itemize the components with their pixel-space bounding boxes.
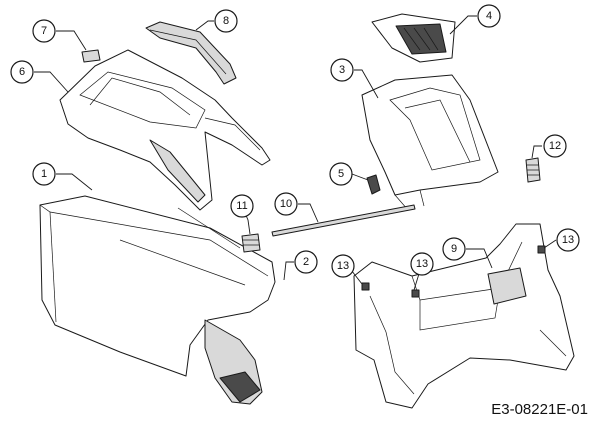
drawing-code: E3-08221E-01 xyxy=(491,401,588,418)
cover-plate xyxy=(371,13,456,63)
callout-13-right: 13 xyxy=(556,228,580,252)
spring-12 xyxy=(525,157,541,183)
callout-label: 13 xyxy=(562,234,574,246)
callout-label: 7 xyxy=(41,25,47,37)
small-cap xyxy=(81,49,101,63)
callout-label: 8 xyxy=(223,15,229,27)
callout-label: 1 xyxy=(41,168,47,180)
callout-label: 13 xyxy=(416,258,428,270)
screws xyxy=(361,245,546,298)
callout-8: 8 xyxy=(214,9,238,33)
callout-label: 13 xyxy=(337,260,349,272)
callout-4: 4 xyxy=(477,4,501,28)
callout-label: 3 xyxy=(339,64,345,76)
spring-5 xyxy=(366,174,381,195)
spring-11 xyxy=(241,233,261,253)
rod xyxy=(271,204,416,237)
callout-1: 1 xyxy=(32,162,56,186)
callout-label: 10 xyxy=(280,198,292,210)
callout-10: 10 xyxy=(274,192,298,216)
callout-13-middle: 13 xyxy=(410,252,434,276)
callout-13-left: 13 xyxy=(331,254,355,278)
callout-label: 4 xyxy=(486,10,492,22)
callout-12: 12 xyxy=(543,134,567,158)
rear-flap-housing xyxy=(361,74,499,211)
callout-11: 11 xyxy=(230,194,254,218)
grass-catcher-bag xyxy=(39,195,276,405)
callouts: 1 2 3 4 5 6 7 8 9 10 11 12 13 13 13 xyxy=(10,4,580,278)
callout-label: 2 xyxy=(303,256,309,268)
callout-9: 9 xyxy=(442,237,466,261)
rear-chassis-frame xyxy=(353,223,575,409)
callout-label: 9 xyxy=(451,243,457,255)
callout-label: 6 xyxy=(19,66,25,78)
callout-7: 7 xyxy=(32,19,56,43)
callout-label: 5 xyxy=(338,168,344,180)
callout-2: 2 xyxy=(294,250,318,274)
callout-3: 3 xyxy=(330,58,354,82)
callout-label: 12 xyxy=(549,140,561,152)
catcher-handle xyxy=(145,21,237,85)
callout-5: 5 xyxy=(329,162,353,186)
catcher-top-frame xyxy=(59,49,271,211)
callout-6: 6 xyxy=(10,60,34,84)
callout-label: 11 xyxy=(236,200,247,212)
